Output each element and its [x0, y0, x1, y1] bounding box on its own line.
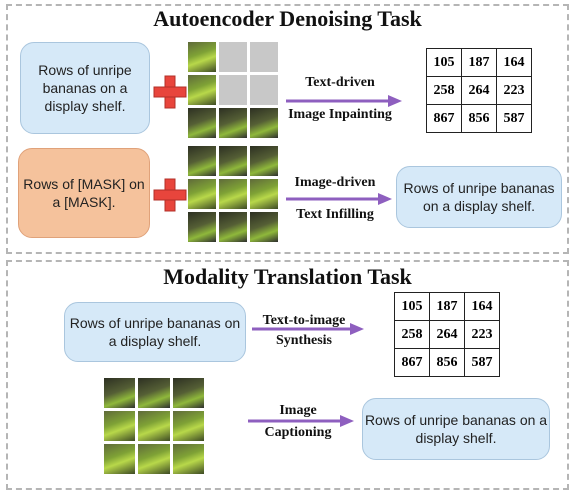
infill-arrow: [286, 193, 392, 205]
image-patch: [219, 146, 247, 176]
token-cell: 856: [429, 348, 465, 377]
token-cell: 264: [461, 76, 497, 105]
token-cell: 587: [496, 104, 532, 133]
image-patch: [188, 212, 216, 242]
inpaint-label-2: Image Inpainting: [288, 107, 392, 122]
token-cell: 867: [394, 348, 430, 377]
image-patch: [250, 108, 278, 138]
plus-icon: [153, 75, 187, 109]
token-cell: 867: [426, 104, 462, 133]
plus-icon: [153, 178, 187, 212]
token-cell: 105: [426, 48, 462, 77]
image-patch: [138, 411, 170, 441]
image-patch: [138, 378, 170, 408]
caption-output-text: Rows of unripe bananas on a display shel…: [364, 412, 548, 446]
inpaint-arrow: [286, 95, 402, 107]
masked-caption-text: Rows of [MASK] on a [MASK].: [23, 176, 145, 210]
token-cell: 187: [429, 292, 465, 321]
infill-output-box: Rows of unripe bananas on a display shel…: [396, 166, 562, 228]
masked-patch: [219, 75, 247, 105]
caption-arrow: [248, 415, 354, 427]
t2i-input-box: Rows of unripe bananas on a display shel…: [64, 302, 246, 362]
image-patch: [188, 75, 216, 105]
token-cell: 258: [394, 320, 430, 349]
image-patch: [250, 179, 278, 209]
image-patch: [104, 411, 136, 441]
masked-patch: [250, 75, 278, 105]
infill-label-1: Image-driven: [294, 175, 376, 190]
image-patch: [172, 411, 204, 441]
token-cell: 223: [496, 76, 532, 105]
token-cell: 164: [464, 292, 500, 321]
t2i-arrow: [252, 323, 364, 335]
autoencoder-panel: [6, 4, 569, 254]
token-cell: 258: [426, 76, 462, 105]
autoencoder-title: Autoencoder Denoising Task: [153, 6, 422, 31]
image-patch: [250, 212, 278, 242]
image-patch: [138, 444, 170, 474]
masked-image-grid: [188, 42, 278, 138]
image-patch: [172, 444, 204, 474]
inpaint-label-1: Text-driven: [305, 75, 375, 90]
image-patch: [188, 146, 216, 176]
infill-label-2: Text Infilling: [296, 207, 374, 222]
image-patch: [104, 444, 136, 474]
t2i-input-text: Rows of unripe bananas on a display shel…: [69, 315, 241, 349]
image-patch: [188, 179, 216, 209]
token-cell: 223: [464, 320, 500, 349]
infill-output-text: Rows of unripe bananas on a display shel…: [403, 180, 555, 214]
token-cell: 264: [429, 320, 465, 349]
masked-patch: [219, 42, 247, 72]
t2i-label-2: Synthesis: [275, 333, 333, 348]
translation-title: Modality Translation Task: [163, 264, 412, 289]
caption-input-text: Rows of unripe bananas on a display shel…: [38, 62, 132, 114]
token-cell: 105: [394, 292, 430, 321]
masked-caption-box: Rows of [MASK] on a [MASK].: [18, 148, 150, 238]
image-patch: [104, 378, 136, 408]
image-patch: [219, 179, 247, 209]
image-patch: [188, 108, 216, 138]
image-patch: [188, 42, 216, 72]
caption-input-box: Rows of unripe bananas on a display shel…: [20, 42, 150, 134]
caption-label-1: Image: [279, 403, 317, 418]
image-patch: [172, 378, 204, 408]
full-image-grid-bottom: [104, 378, 204, 474]
image-patch: [219, 212, 247, 242]
image-patch: [250, 146, 278, 176]
token-cell: 187: [461, 48, 497, 77]
t2i-label-1: Text-to-image: [262, 313, 346, 328]
token-cell: 856: [461, 104, 497, 133]
full-image-grid-top: [188, 146, 278, 242]
token-cell: 164: [496, 48, 532, 77]
masked-patch: [250, 42, 278, 72]
caption-label-2: Captioning: [264, 425, 332, 440]
image-patch: [219, 108, 247, 138]
caption-output-box: Rows of unripe bananas on a display shel…: [362, 398, 550, 460]
token-cell: 587: [464, 348, 500, 377]
